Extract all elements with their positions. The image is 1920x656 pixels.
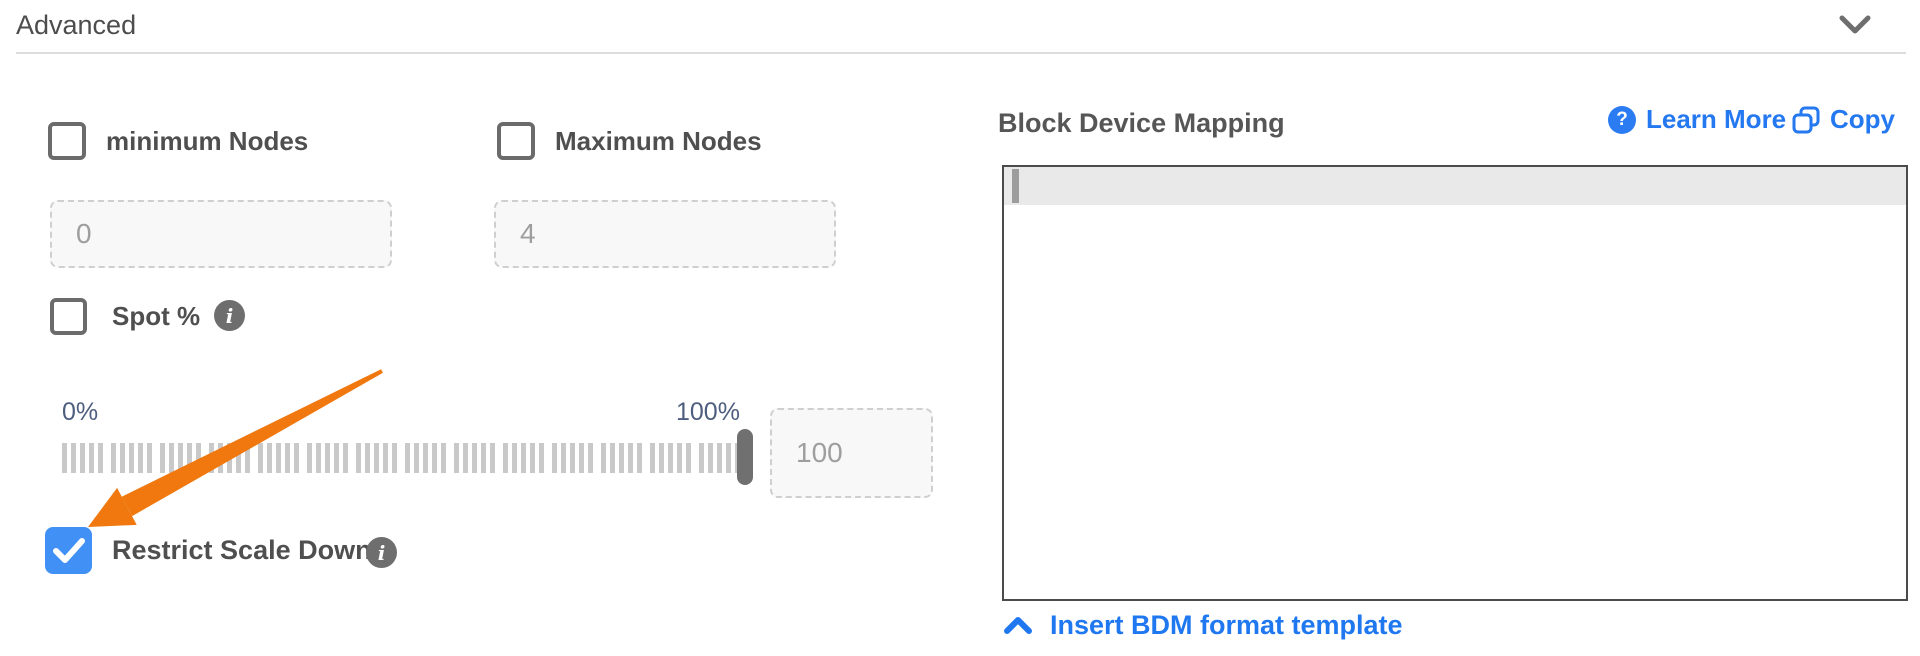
insert-bdm-template-label: Insert BDM format template [1050,610,1403,640]
restrict-scale-down-checkbox[interactable] [45,527,92,574]
learn-more-link[interactable]: ? Learn More [1608,104,1786,135]
spot-percent-checkbox[interactable] [50,298,87,335]
question-circle-icon: ? [1608,105,1636,134]
maximum-nodes-label: Maximum Nodes [555,126,762,156]
info-icon[interactable]: i [214,300,245,331]
spot-slider-handle[interactable] [737,429,753,485]
maximum-nodes-input[interactable] [494,200,836,268]
section-title-advanced: Advanced [16,10,137,40]
chevron-up-icon [1004,616,1032,635]
copy-button[interactable]: Copy [1792,104,1895,135]
maximum-nodes-checkbox[interactable] [497,122,535,160]
minimum-nodes-checkbox[interactable] [48,122,86,160]
slider-max-label: 100% [676,398,740,426]
bdm-editor[interactable] [1002,165,1908,601]
copy-icon [1792,106,1820,134]
editor-active-line [1004,167,1906,205]
minimum-nodes-label: minimum Nodes [106,126,309,156]
chevron-down-icon[interactable] [1838,14,1872,36]
section-divider [16,52,1906,54]
bdm-title: Block Device Mapping [998,108,1285,138]
slider-min-label: 0% [62,398,99,426]
checkmark-icon [52,537,86,565]
restrict-scale-down-label: Restrict Scale Down [112,535,372,565]
copy-label: Copy [1830,104,1895,134]
text-cursor [1012,169,1019,203]
spot-percent-value-input[interactable] [770,408,933,498]
info-icon[interactable]: i [366,537,397,568]
spot-slider-track[interactable] [62,443,756,473]
learn-more-label: Learn More [1646,104,1787,134]
spot-percent-label: Spot % [112,301,201,331]
minimum-nodes-input[interactable] [50,200,392,268]
insert-bdm-template-link[interactable]: Insert BDM format template [1004,610,1403,641]
